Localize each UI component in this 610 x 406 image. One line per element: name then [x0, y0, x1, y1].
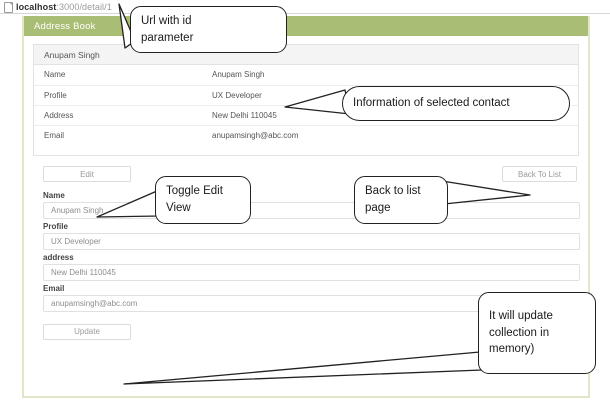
annotation-line-1: Back to list	[365, 185, 421, 198]
form-label-name: Name	[43, 191, 65, 200]
annotation-line-2: View	[166, 202, 191, 214]
detail-label-profile: Profile	[34, 84, 202, 105]
annotation-bubble-update-memory: It will update collection in memory)	[478, 292, 596, 374]
annotation-contact-info: Information of selected contact	[280, 85, 590, 135]
annotation-line-1: It will update	[489, 309, 553, 322]
back-to-list-button[interactable]: Back To List	[502, 166, 577, 182]
page-content: Anupam Singh Name Anupam Singh Profile U…	[24, 36, 588, 340]
annotation-line-2: page	[365, 202, 391, 214]
annotation-update-memory: It will update collection in memory)	[120, 290, 608, 402]
annotation-line-3: memory)	[489, 343, 535, 356]
annotation-line-1: Information of selected contact	[353, 97, 510, 110]
detail-label-name: Name	[44, 70, 66, 80]
panel-footer	[34, 145, 578, 155]
url-host: localhost	[16, 1, 57, 12]
form-label-profile: Profile	[43, 222, 68, 231]
action-button-row: Edit Back To List	[33, 166, 579, 188]
url-path: :3000/detail/1	[56, 1, 112, 12]
annotation-line-1: Toggle Edit	[166, 185, 223, 198]
document-icon	[4, 1, 13, 13]
annotation-bubble-back-to-list: Back to list page	[354, 176, 448, 224]
table-row: Name Anupam Singh	[34, 65, 578, 85]
app-page: Address Book Anupam Singh Name Anupam Si…	[22, 16, 590, 398]
edit-button[interactable]: Edit	[43, 166, 131, 182]
annotation-bubble-url: Url with id parameter	[130, 6, 287, 53]
url-text: localhost:3000/detail/1	[16, 2, 112, 12]
address-input[interactable]: New Delhi 110045	[43, 264, 580, 281]
table-row: Email anupamsingh@abc.com	[34, 124, 578, 145]
detail-label-email: Email	[34, 124, 202, 145]
update-button[interactable]: Update	[43, 323, 131, 340]
annotation-url-with-id: Url with id parameter	[0, 0, 300, 60]
form-label-email: Email	[43, 284, 65, 293]
form-label-address: address	[43, 253, 74, 262]
annotation-line-2: collection in	[489, 326, 550, 339]
detail-value-email: anupamsingh@abc.com	[202, 124, 578, 145]
profile-input[interactable]: UX Developer	[43, 233, 580, 250]
panel-title: Anupam Singh	[44, 49, 100, 60]
annotation-line-2: parameter	[141, 31, 194, 44]
annotation-bubble-toggle-edit: Toggle Edit View	[155, 176, 251, 224]
annotation-line-1: Url with id	[141, 14, 192, 27]
app-title: Address Book	[34, 20, 96, 32]
annotation-back-to-list: Back to list page	[352, 173, 542, 239]
annotation-toggle-edit-view: Toggle Edit View	[95, 173, 295, 239]
detail-value-name: Anupam Singh	[212, 70, 265, 80]
update-button-wrap: Update	[43, 321, 577, 340]
annotation-bubble-contact-info: Information of selected contact	[342, 86, 570, 121]
detail-label-address: Address	[34, 104, 202, 125]
